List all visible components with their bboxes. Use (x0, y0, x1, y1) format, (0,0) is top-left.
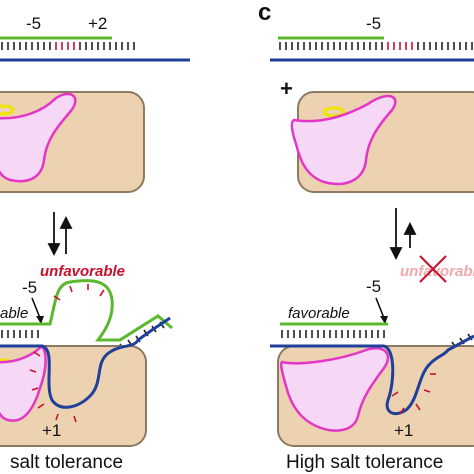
right-caption: High salt tolerance (286, 452, 443, 473)
bubble-red-ticks (53, 284, 105, 301)
right-top-mark-minus5: -5 (366, 14, 381, 33)
right-top-yellow-ring (322, 106, 346, 118)
pointer-arrowhead-left (36, 316, 44, 324)
left-caption: salt tolerance (10, 452, 123, 473)
equilibrium-arrows-left (47, 212, 73, 257)
bottom-left-mark-minus5: -5 (22, 278, 37, 297)
right-panel: c -5 (258, 0, 474, 473)
left-panel: -5 +2 unfavorable able -5 (0, 14, 190, 473)
top-dna-ticks (1, 42, 135, 50)
unfavorable-label: unfavorable (40, 263, 125, 280)
favorable-label: favorable (288, 305, 350, 322)
right-bottom-mark-plus1: +1 (394, 421, 413, 440)
partial-favorable-label: able (0, 305, 28, 322)
pointer-arrowhead-right (380, 316, 388, 324)
panel-letter-c: c (258, 0, 271, 26)
right-bottom-mark-minus5: -5 (366, 277, 381, 296)
plus-sign: + (280, 76, 293, 101)
bottom-left-mark-plus1: +1 (42, 421, 61, 440)
pointer-arrow-right (375, 297, 385, 319)
bottom-blue-strand-loop (0, 316, 171, 409)
pointer-arrow-left (31, 297, 41, 319)
top-yellow-ring (0, 104, 15, 116)
top-mark-plus2: +2 (88, 14, 107, 33)
right-bottom-rnap-shape (279, 347, 390, 432)
right-bottom-red-ticks (391, 373, 436, 415)
unfavorable-crossed-label: unfavorable (400, 263, 474, 280)
right-bottom-blue-strand (270, 334, 474, 416)
top-mark-minus5: -5 (26, 14, 41, 33)
cross-mark (419, 255, 447, 283)
right-top-dna-ticks (279, 42, 473, 50)
right-top-rnap-shape (290, 94, 397, 186)
bottom-red-ticks-left (29, 351, 77, 423)
equilibrium-arrows-right (389, 208, 417, 261)
top-rnap-shape (0, 92, 77, 183)
